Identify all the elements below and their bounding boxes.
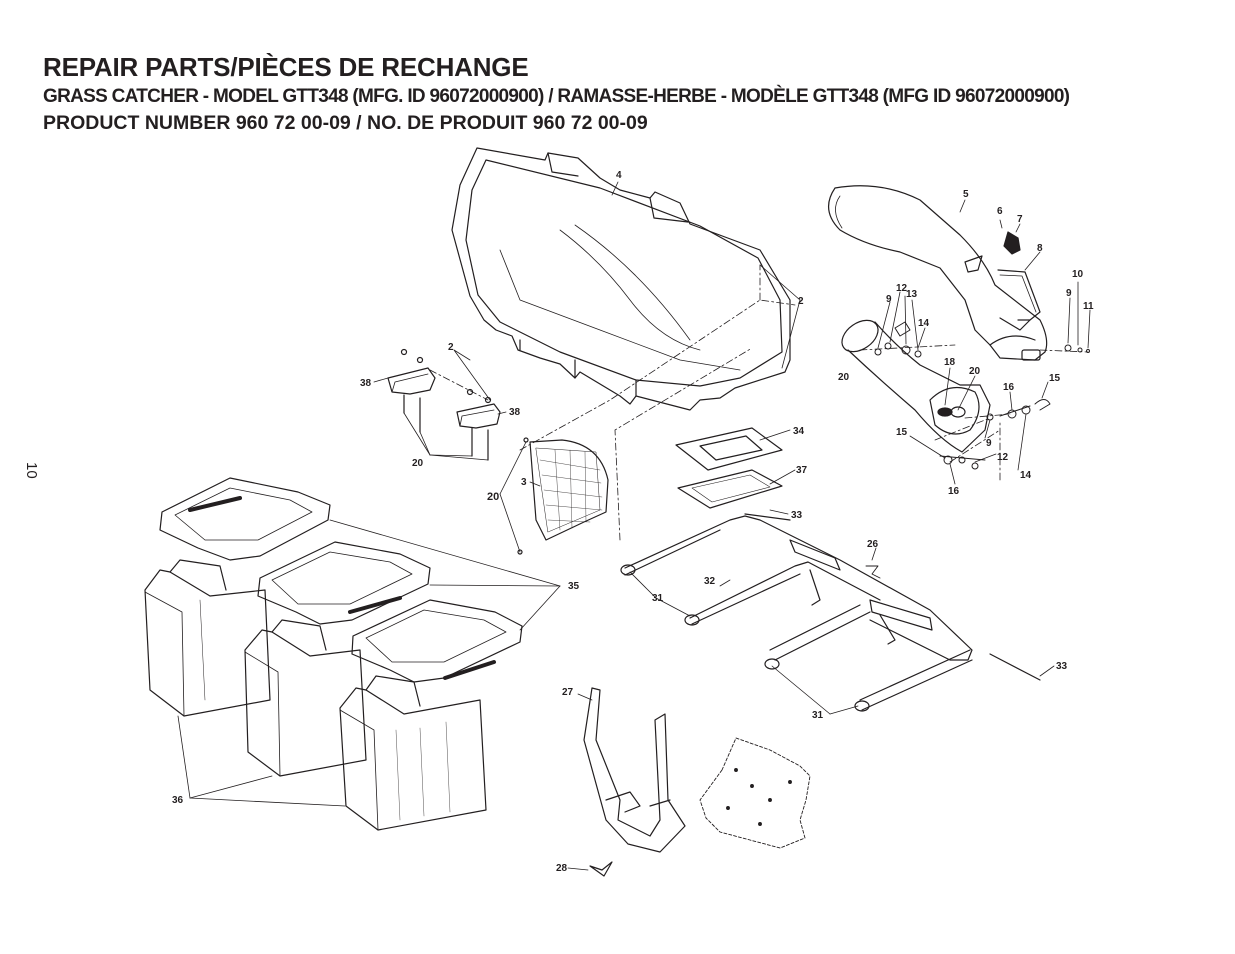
callout-3: 3 <box>521 477 527 488</box>
callout-16: 16 <box>1003 382 1015 393</box>
part-bracket-38 <box>387 348 501 461</box>
callout-labels: 4 5 6 7 8 10 9 11 12 13 9 14 2 2 38 38 2… <box>172 170 1094 874</box>
callout-14b: 14 <box>1020 470 1032 481</box>
callout-20: 20 <box>412 458 424 469</box>
callout-11: 11 <box>1083 301 1094 312</box>
callout-9b: 9 <box>886 294 892 305</box>
callout-2: 2 <box>798 296 804 307</box>
part-screen <box>517 437 609 555</box>
callout-31b: 31 <box>812 710 824 721</box>
part-hopper-lid <box>451 147 791 411</box>
leader-lines <box>177 181 1091 871</box>
callout-27: 27 <box>562 687 574 698</box>
callout-38b: 38 <box>509 407 521 418</box>
part-hardware-right <box>874 321 1090 470</box>
callout-34: 34 <box>793 426 805 437</box>
callout-4: 4 <box>616 170 622 181</box>
callout-20b: 20 <box>487 491 499 503</box>
callout-28: 28 <box>556 863 568 874</box>
callout-2b: 2 <box>448 342 454 353</box>
part-gaskets <box>675 427 783 509</box>
callout-16b: 16 <box>948 486 960 497</box>
callout-32: 32 <box>704 576 716 587</box>
part-bag-2 <box>244 541 431 777</box>
model-subtitle: GRASS CATCHER - MODEL GTT348 (MFG. ID 96… <box>43 86 1070 107</box>
callout-15: 15 <box>1049 373 1061 384</box>
callout-37: 37 <box>796 465 808 476</box>
part-mount-plate <box>699 737 811 849</box>
callout-35: 35 <box>568 581 580 592</box>
callout-10: 10 <box>1072 269 1084 280</box>
part-support <box>583 687 686 877</box>
callout-31: 31 <box>652 593 664 604</box>
callout-38: 38 <box>360 378 372 389</box>
callout-18: 18 <box>944 357 956 368</box>
page-title: REPAIR PARTS/PIÈCES DE RECHANGE <box>43 52 529 82</box>
callout-20d: 20 <box>969 366 981 377</box>
callout-12: 12 <box>896 283 908 294</box>
callout-33b: 33 <box>1056 661 1068 672</box>
callout-9c: 9 <box>986 438 992 449</box>
part-chute-adapter <box>841 319 991 453</box>
callout-6: 6 <box>997 206 1003 217</box>
callout-13: 13 <box>906 289 918 300</box>
callout-15b: 15 <box>896 427 908 438</box>
callout-8: 8 <box>1037 243 1043 254</box>
callout-20c: 20 <box>838 372 850 383</box>
callout-9: 9 <box>1066 288 1072 299</box>
callout-33: 33 <box>791 510 803 521</box>
callout-5: 5 <box>963 189 969 200</box>
callout-7: 7 <box>1017 214 1023 225</box>
callout-36: 36 <box>172 795 184 806</box>
product-number: PRODUCT NUMBER 960 72 00-09 / NO. DE PRO… <box>43 112 648 134</box>
part-bag-3 <box>339 599 523 831</box>
part-chute-tube <box>828 185 1048 361</box>
part-bag-1 <box>144 477 331 717</box>
callout-14: 14 <box>918 318 930 329</box>
callout-26: 26 <box>867 539 879 550</box>
part-frame <box>620 513 1041 712</box>
callout-12b: 12 <box>997 452 1009 463</box>
assembly-lines <box>429 264 1089 541</box>
